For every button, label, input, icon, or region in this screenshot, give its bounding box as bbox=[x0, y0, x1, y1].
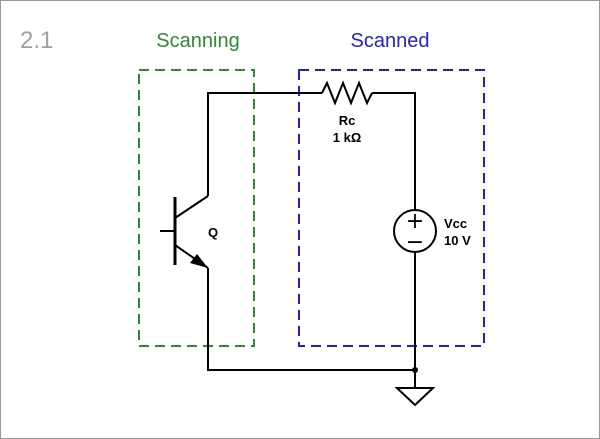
scanning-region: Scanning bbox=[138, 30, 255, 347]
scanned-box bbox=[298, 69, 485, 347]
source-name: Vcc bbox=[444, 216, 467, 231]
ground-symbol bbox=[394, 387, 436, 407]
voltage-source: + − bbox=[393, 209, 437, 255]
junction-dot bbox=[412, 367, 418, 373]
transistor-name: Q bbox=[208, 225, 218, 240]
scanned-region: Scanned bbox=[298, 30, 485, 347]
emitter-arrow bbox=[190, 254, 208, 268]
source-value: 10 V bbox=[444, 233, 471, 248]
scanned-label: Scanned bbox=[351, 30, 430, 52]
source-circle bbox=[393, 209, 437, 253]
transistor-collector bbox=[174, 195, 209, 219]
scanning-label: Scanning bbox=[156, 30, 239, 52]
wire-collector-to-resistor bbox=[207, 92, 322, 196]
source-plus: + bbox=[406, 209, 424, 234]
resistor-value: 1 kΩ bbox=[333, 130, 362, 145]
transistor-symbol bbox=[160, 195, 209, 269]
scanning-box bbox=[138, 69, 255, 347]
wire-resistor-to-source bbox=[372, 92, 416, 210]
wires bbox=[207, 92, 416, 388]
source-minus: − bbox=[406, 230, 424, 255]
wire-emitter-to-ground bbox=[207, 268, 415, 371]
resistor-symbol bbox=[321, 80, 373, 106]
figure-number: 2.1 bbox=[20, 27, 53, 54]
resistor-name: Rc bbox=[339, 113, 356, 128]
